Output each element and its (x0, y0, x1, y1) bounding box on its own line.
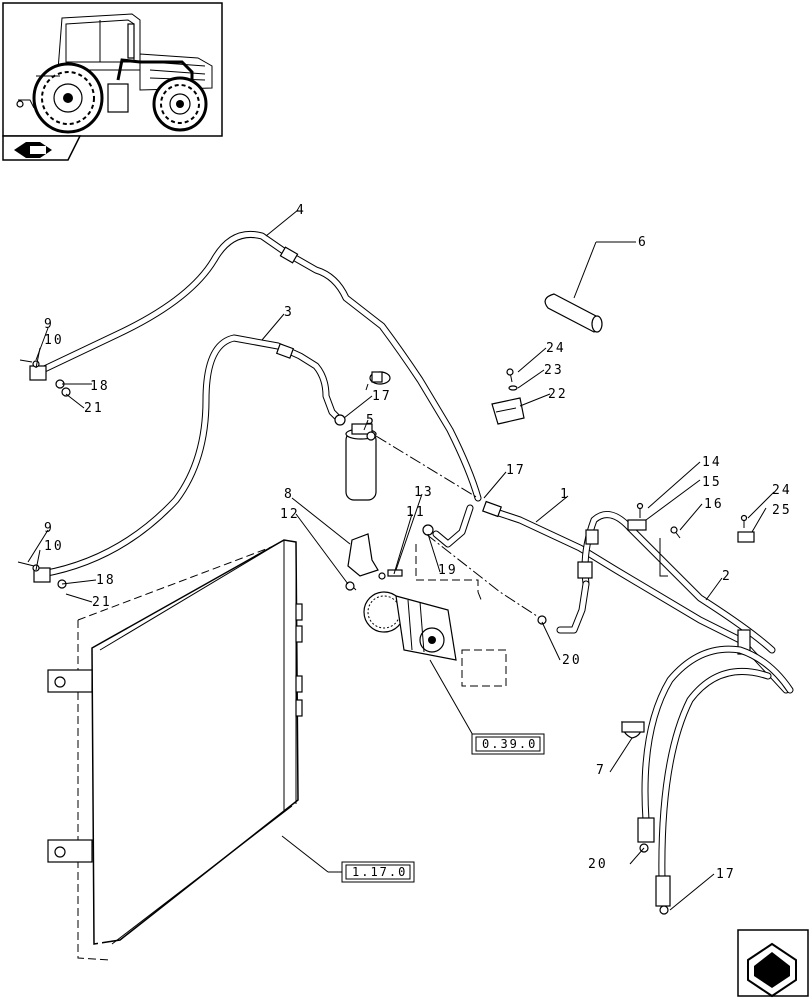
condenser-ref-label: 1.17.0 (352, 865, 407, 879)
callout-9-bottom: 9 (44, 521, 54, 536)
receiver-drier[interactable] (334, 414, 377, 501)
callout-20-bottom: 20 (588, 857, 608, 872)
callout-23: 23 (544, 363, 564, 378)
bracket-8[interactable] (345, 533, 403, 591)
callout-10-top: 10 (44, 333, 64, 348)
callout-21-top: 21 (84, 401, 104, 416)
bracket-22[interactable] (491, 368, 525, 425)
callout-19: 19 (438, 563, 458, 578)
sleeve-6[interactable] (544, 293, 603, 333)
compressor[interactable] (363, 591, 457, 661)
fitting-left-bottom[interactable] (17, 561, 67, 589)
tractor-thumbnail[interactable] (2, 2, 223, 137)
assembly-line-2 (425, 533, 541, 619)
callout-21-bottom: 21 (92, 595, 112, 610)
callout-1: 1 (560, 487, 570, 502)
callout-8: 8 (284, 487, 294, 502)
callout-7: 7 (596, 763, 606, 778)
pressure-switch[interactable] (365, 371, 391, 391)
callout-18-top: 18 (90, 379, 110, 394)
condenser[interactable] (47, 539, 303, 961)
compressor-dash-1 (415, 544, 479, 592)
clamp-7[interactable] (621, 721, 645, 739)
callout-10-bottom: 10 (44, 539, 64, 554)
callout-4: 4 (296, 203, 306, 218)
callout-11: 11 (406, 505, 426, 520)
compressor-dash-2 (461, 649, 507, 687)
hose-lower-pair[interactable] (637, 645, 794, 915)
fitting-left-top[interactable] (19, 359, 71, 397)
callout-17-mid: 17 (506, 463, 526, 478)
callout-12: 12 (280, 507, 300, 522)
hose-1[interactable] (422, 500, 790, 694)
next-page-arrow-icon[interactable] (737, 929, 809, 998)
callout-13: 13 (414, 485, 434, 500)
callout-18-bottom: 18 (96, 573, 116, 588)
callout-5: 5 (366, 413, 376, 428)
callout-24-top: 24 (546, 341, 566, 356)
hose-3[interactable] (38, 334, 344, 578)
compressor-dash-3 (477, 591, 483, 603)
callout-14: 14 (702, 455, 722, 470)
hose-4[interactable] (34, 231, 482, 502)
compressor-ref-label: 0.39.0 (482, 737, 537, 751)
callout-labels: 4 3 6 9 10 18 21 9 10 18 21 17 5 17 1 24… (44, 203, 792, 882)
callout-22: 22 (548, 387, 568, 402)
callout-3: 3 (284, 305, 294, 320)
reference-box-compressor[interactable]: 0.39.0 (471, 733, 545, 755)
callout-25: 25 (772, 503, 792, 518)
reference-box-condenser[interactable]: 1.17.0 (341, 861, 415, 883)
callout-2: 2 (722, 569, 732, 584)
return-arrow-icon[interactable] (2, 135, 82, 161)
clamp-15[interactable] (627, 502, 647, 531)
callout-20-mid: 20 (562, 653, 582, 668)
callout-24-right: 24 (772, 483, 792, 498)
callout-9-top: 9 (44, 317, 54, 332)
leader-lines (27, 209, 775, 911)
hose-2[interactable] (537, 511, 776, 655)
screw-16[interactable] (670, 526, 681, 539)
clamp-25[interactable] (737, 514, 755, 543)
callout-16: 16 (704, 497, 724, 512)
callout-15: 15 (702, 475, 722, 490)
callout-17-bottom: 17 (716, 867, 736, 882)
callout-6: 6 (638, 235, 648, 250)
callout-17-drier: 17 (372, 389, 392, 404)
